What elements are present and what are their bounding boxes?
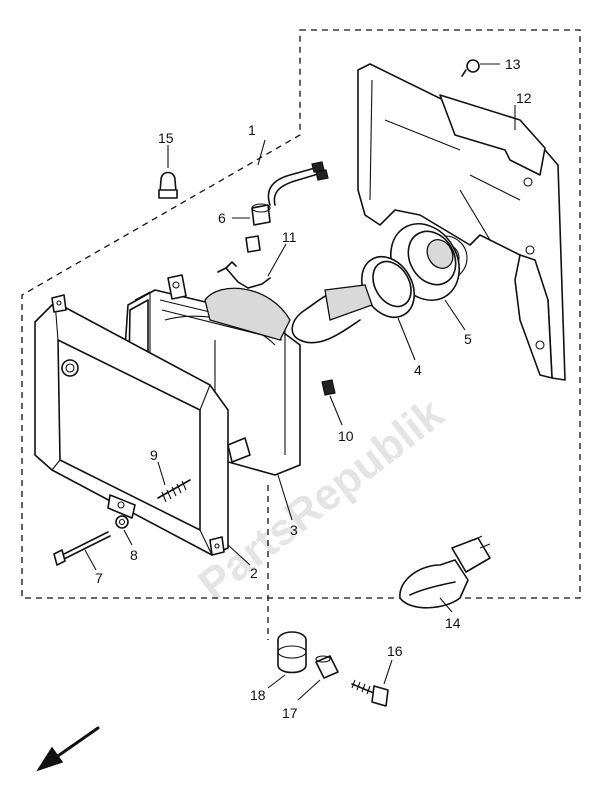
front-direction-arrow [36, 726, 100, 772]
label-15: 15 [158, 130, 174, 146]
label-18: 18 [250, 687, 266, 703]
label-13: 13 [505, 56, 521, 72]
label-8: 8 [130, 547, 138, 563]
label-6: 6 [218, 210, 226, 226]
leader-10 [329, 395, 343, 426]
leader-18 [267, 674, 286, 689]
leader-14 [439, 597, 453, 613]
socket-harness-part-1 [267, 161, 373, 344]
label-14: 14 [445, 615, 461, 631]
label-3: 3 [290, 522, 298, 538]
leader-4 [397, 317, 416, 361]
label-7: 7 [95, 570, 103, 586]
socket-part-6 [245, 203, 271, 253]
label-5: 5 [464, 331, 472, 347]
leader-17 [297, 679, 321, 701]
label-4: 4 [414, 362, 422, 378]
bracket-part-12 [357, 63, 566, 381]
leader-5 [444, 299, 466, 331]
leader-7 [84, 549, 97, 571]
label-11: 11 [282, 229, 297, 245]
nut-part-8 [115, 515, 129, 529]
label-1: 1 [248, 122, 256, 138]
leader-11 [267, 243, 287, 277]
small-bulb-part-15 [158, 171, 178, 199]
label-12: 12 [516, 90, 532, 106]
main-bulb-part-14 [399, 535, 491, 609]
label-2: 2 [250, 565, 258, 581]
leader-2 [227, 544, 251, 566]
leader-8 [123, 529, 133, 546]
label-9: 9 [150, 447, 158, 463]
long-screw-part-7 [53, 531, 111, 566]
nut-part-10 [321, 379, 336, 396]
bolt-part-16 [351, 679, 389, 707]
spring-clip-part-11 [217, 261, 271, 289]
label-10: 10 [338, 428, 354, 444]
leader-1 [257, 139, 266, 166]
leader-3 [277, 474, 293, 521]
collar-part-17 [315, 655, 339, 679]
leader-9 [157, 461, 166, 486]
label-17: 17 [282, 705, 298, 721]
grommet-part-18 [277, 631, 307, 674]
screw-part-13 [461, 59, 480, 77]
assembly-boundary [21, 29, 581, 599]
label-16: 16 [387, 643, 403, 659]
leader-16 [383, 659, 393, 685]
adjust-screw-part-9 [157, 479, 191, 503]
